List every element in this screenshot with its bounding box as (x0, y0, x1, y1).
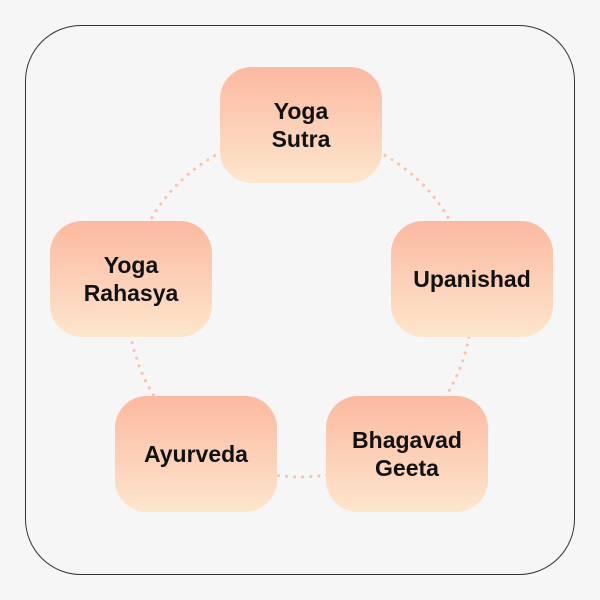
node-yoga-rahasya: Yoga Rahasya (50, 221, 212, 337)
node-bhagavad-geeta: Bhagavad Geeta (326, 396, 488, 512)
node-label: Upanishad (413, 266, 531, 292)
node-yoga-sutra: Yoga Sutra (220, 67, 382, 183)
node-label: Bhagavad Geeta (352, 427, 462, 481)
node-label: Yoga Sutra (271, 98, 331, 152)
node-label: Yoga Rahasya (83, 252, 179, 306)
node-ayurveda: Ayurveda (115, 396, 277, 512)
node-label: Ayurveda (144, 441, 248, 467)
node-upanishad: Upanishad (391, 221, 553, 337)
